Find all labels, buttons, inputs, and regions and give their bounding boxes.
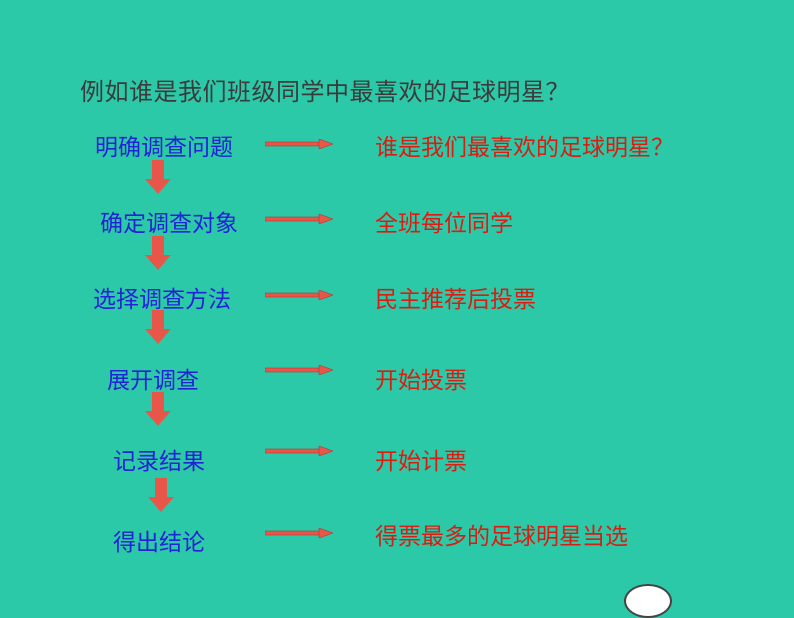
step-result-5: 开始计票 bbox=[375, 442, 467, 476]
right-arrow-icon bbox=[265, 446, 333, 456]
step-result-6: 得票最多的足球明星当选 bbox=[375, 517, 628, 551]
right-arrow-icon bbox=[265, 290, 333, 300]
step-result-4: 开始投票 bbox=[375, 361, 467, 395]
step-label-2: 确定调查对象 bbox=[100, 204, 238, 238]
step-label-6: 得出结论 bbox=[113, 523, 205, 557]
down-arrow-icon bbox=[145, 392, 171, 426]
down-arrow-icon bbox=[145, 310, 171, 344]
right-arrow-icon bbox=[265, 365, 333, 375]
step-label-4: 展开调查 bbox=[107, 361, 199, 395]
right-arrow-icon bbox=[265, 528, 333, 538]
right-arrow-icon bbox=[265, 139, 333, 149]
cartoon-decoration bbox=[624, 584, 672, 618]
down-arrow-icon bbox=[148, 478, 174, 512]
step-result-3: 民主推荐后投票 bbox=[375, 280, 536, 314]
step-label-5: 记录结果 bbox=[113, 442, 205, 476]
page-title: 例如谁是我们班级同学中最喜欢的足球明星？ bbox=[80, 72, 570, 107]
down-arrow-icon bbox=[145, 236, 171, 270]
step-result-2: 全班每位同学 bbox=[375, 204, 513, 238]
step-result-1: 谁是我们最喜欢的足球明星？ bbox=[375, 128, 674, 162]
step-label-1: 明确调查问题 bbox=[95, 128, 233, 162]
step-label-3: 选择调查方法 bbox=[93, 280, 231, 314]
down-arrow-icon bbox=[145, 160, 171, 194]
right-arrow-icon bbox=[265, 214, 333, 224]
